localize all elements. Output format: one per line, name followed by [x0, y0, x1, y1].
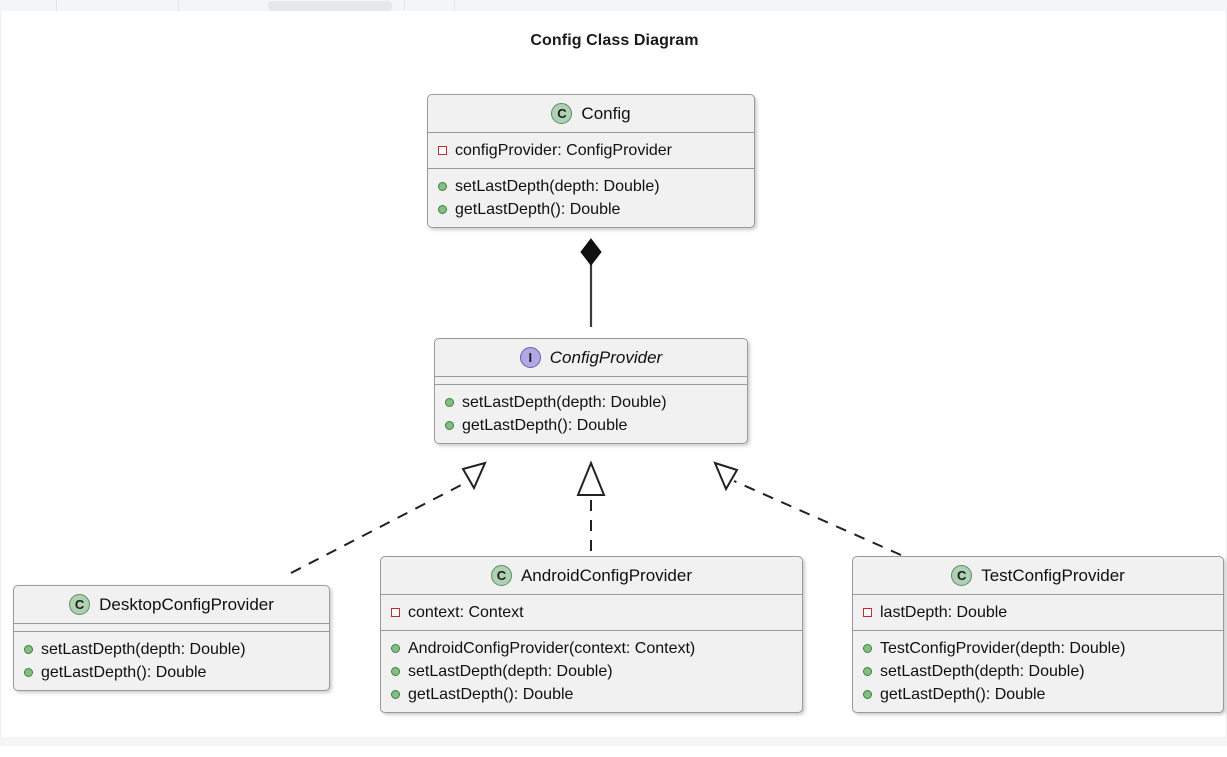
method-label: getLastDepth(): Double — [408, 686, 574, 703]
node-header: C DesktopConfigProvider — [14, 586, 329, 623]
method-row: getLastDepth(): Double — [863, 683, 1211, 706]
method-row: getLastDepth(): Double — [24, 661, 317, 684]
attribute-label: lastDepth: Double — [880, 604, 1008, 621]
class-icon: C — [951, 565, 973, 586]
method-label: setLastDepth(depth: Double) — [41, 641, 246, 658]
public-visibility-icon — [391, 667, 400, 676]
method-label: setLastDepth(depth: Double) — [462, 394, 667, 411]
node-header: C AndroidConfigProvider — [381, 557, 802, 594]
method-row: getLastDepth(): Double — [391, 683, 790, 706]
method-row: TestConfigProvider(depth: Double) — [863, 637, 1211, 660]
methods-compartment: setLastDepth(depth: Double) getLastDepth… — [435, 384, 747, 443]
method-row: setLastDepth(depth: Double) — [391, 660, 790, 683]
class-icon: C — [69, 594, 91, 615]
edge-android-to-configprovider — [576, 460, 606, 551]
node-header: I ConfigProvider — [435, 339, 747, 376]
method-row: getLastDepth(): Double — [445, 414, 735, 437]
private-visibility-icon — [438, 146, 447, 155]
methods-compartment: setLastDepth(depth: Double) getLastDepth… — [428, 168, 754, 227]
node-title: TestConfigProvider — [981, 565, 1125, 585]
class-icon: C — [490, 565, 512, 586]
attributes-compartment: context: Context — [381, 594, 802, 630]
method-label: getLastDepth(): Double — [41, 664, 207, 681]
node-title: ConfigProvider — [549, 347, 663, 367]
class-node-testconfigprovider[interactable]: C TestConfigProvider lastDepth: Double T… — [852, 556, 1224, 713]
attributes-compartment: lastDepth: Double — [853, 594, 1223, 630]
public-visibility-icon — [391, 690, 400, 699]
private-visibility-icon — [863, 608, 872, 617]
public-visibility-icon — [445, 398, 454, 407]
edge-test-to-configprovider — [713, 461, 902, 556]
attribute-row: lastDepth: Double — [863, 601, 1211, 624]
node-header: C Config — [428, 95, 754, 132]
attributes-compartment: configProvider: ConfigProvider — [428, 132, 754, 168]
attribute-label: configProvider: ConfigProvider — [455, 142, 672, 159]
attributes-compartment — [435, 376, 747, 384]
method-row: setLastDepth(depth: Double) — [445, 391, 735, 414]
method-row: setLastDepth(depth: Double) — [438, 175, 742, 198]
method-row: setLastDepth(depth: Double) — [863, 660, 1211, 683]
method-row: setLastDepth(depth: Double) — [24, 638, 317, 661]
method-label: setLastDepth(depth: Double) — [408, 663, 613, 680]
toolbar-pill[interactable] — [268, 1, 392, 11]
public-visibility-icon — [863, 644, 872, 653]
attributes-compartment — [14, 623, 329, 631]
public-visibility-icon — [445, 421, 454, 430]
method-label: TestConfigProvider(depth: Double) — [880, 640, 1126, 657]
method-row: getLastDepth(): Double — [438, 198, 742, 221]
page-title: Config Class Diagram — [530, 32, 699, 49]
attribute-row: configProvider: ConfigProvider — [438, 139, 742, 162]
public-visibility-icon — [438, 205, 447, 214]
public-visibility-icon — [24, 668, 33, 677]
node-title: Config — [581, 103, 631, 123]
method-label: AndroidConfigProvider(context: Context) — [408, 640, 696, 657]
public-visibility-icon — [24, 645, 33, 654]
methods-compartment: AndroidConfigProvider(context: Context) … — [381, 630, 802, 712]
toolbar-separator — [404, 0, 405, 11]
toolbar-separator — [178, 0, 179, 11]
method-label: setLastDepth(depth: Double) — [880, 663, 1085, 680]
toolbar-separator — [56, 0, 57, 11]
diagram-canvas: Config Class Diagram C Config configProv… — [0, 11, 1227, 737]
class-node-androidconfigprovider[interactable]: C AndroidConfigProvider context: Context… — [380, 556, 803, 713]
method-label: getLastDepth(): Double — [880, 686, 1046, 703]
interface-icon: I — [519, 347, 541, 368]
public-visibility-icon — [863, 690, 872, 699]
method-label: getLastDepth(): Double — [455, 201, 621, 218]
interface-node-configprovider[interactable]: I ConfigProvider setLastDepth(depth: Dou… — [434, 338, 748, 444]
class-node-config[interactable]: C Config configProvider: ConfigProvider … — [427, 94, 755, 228]
edge-config-to-configprovider — [580, 238, 602, 327]
attribute-row: context: Context — [391, 601, 790, 624]
node-title: DesktopConfigProvider — [99, 594, 274, 614]
private-visibility-icon — [391, 608, 400, 617]
methods-compartment: TestConfigProvider(depth: Double) setLas… — [853, 630, 1223, 712]
public-visibility-icon — [391, 644, 400, 653]
public-visibility-icon — [438, 182, 447, 191]
method-row: AndroidConfigProvider(context: Context) — [391, 637, 790, 660]
toolbar-separator — [454, 0, 455, 11]
bottom-strip — [0, 737, 1227, 746]
class-icon: C — [551, 103, 573, 124]
node-title: AndroidConfigProvider — [520, 565, 693, 585]
node-header: C TestConfigProvider — [853, 557, 1223, 594]
class-node-desktopconfigprovider[interactable]: C DesktopConfigProvider setLastDepth(dep… — [13, 585, 330, 691]
methods-compartment: setLastDepth(depth: Double) getLastDepth… — [14, 631, 329, 690]
method-label: getLastDepth(): Double — [462, 417, 628, 434]
public-visibility-icon — [863, 667, 872, 676]
method-label: setLastDepth(depth: Double) — [455, 178, 660, 195]
attribute-label: context: Context — [408, 604, 524, 621]
